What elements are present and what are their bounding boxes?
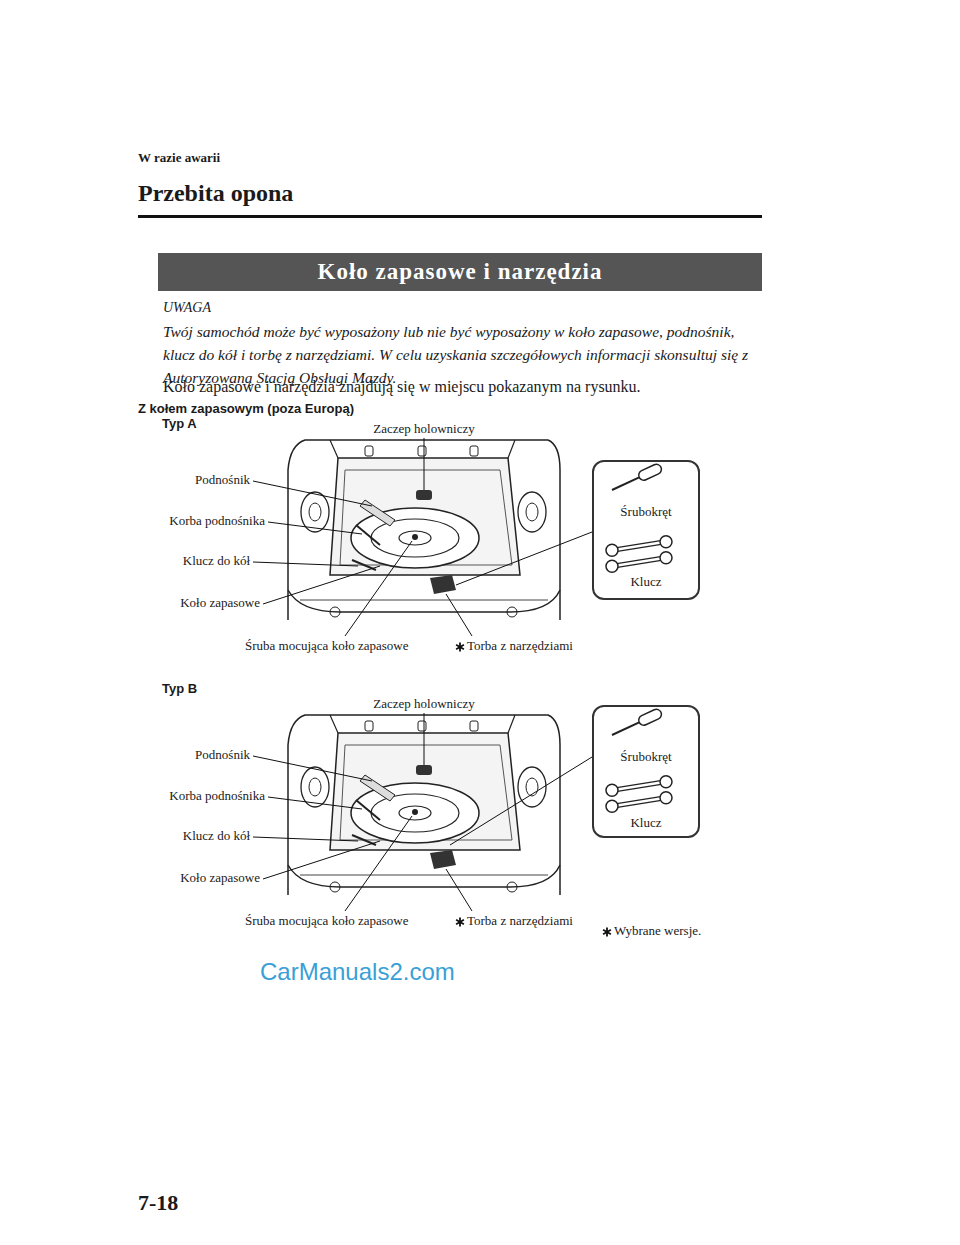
- section-header: W razie awarii: [138, 150, 220, 166]
- part-label: Zaczep holowniczy: [372, 421, 475, 437]
- part-label: Podnośnik: [194, 472, 251, 488]
- subheading: Z kołem zapasowym (poza Europą): [138, 401, 354, 416]
- variant-label: Typ B: [162, 681, 197, 696]
- part-label: Koło zapasowe: [179, 870, 261, 886]
- part-label: Śruba mocująca koło zapasowe: [244, 638, 410, 654]
- page-number: 7-18: [138, 1190, 178, 1216]
- part-label: Klucz do kół: [182, 828, 251, 844]
- banner-title: Koło zapasowe i narzędzia: [318, 259, 603, 285]
- part-label: Koło zapasowe: [179, 595, 261, 611]
- part-label: Korba podnośnika: [168, 513, 266, 529]
- part-label: Klucz do kół: [182, 553, 251, 569]
- tool-name: Klucz: [594, 815, 698, 831]
- part-label: Śruba mocująca koło zapasowe: [244, 913, 410, 929]
- tool-name: Śrubokręt: [594, 504, 698, 520]
- part-label: Torba z narzędziami: [466, 913, 574, 929]
- tool-name: Śrubokręt: [594, 749, 698, 765]
- variant-label: Typ A: [162, 416, 197, 431]
- footnote: Wybrane wersje.: [613, 923, 702, 939]
- watermark: CarManuals2.com: [260, 958, 455, 986]
- tools-inset: ŚrubokrętKlucz: [592, 705, 700, 838]
- body-text: Koło zapasowe i narzędzia znajdują się w…: [163, 378, 641, 396]
- part-label: Zaczep holowniczy: [372, 696, 475, 712]
- part-label: Korba podnośnika: [168, 788, 266, 804]
- section-banner: Koło zapasowe i narzędzia: [158, 253, 762, 291]
- note-heading: UWAGA: [163, 300, 211, 316]
- tool-name: Klucz: [594, 574, 698, 590]
- part-label: Torba z narzędziami: [466, 638, 574, 654]
- page-title: Przebita opona: [138, 180, 293, 207]
- part-label: Podnośnik: [194, 747, 251, 763]
- tools-inset: ŚrubokrętKlucz: [592, 460, 700, 600]
